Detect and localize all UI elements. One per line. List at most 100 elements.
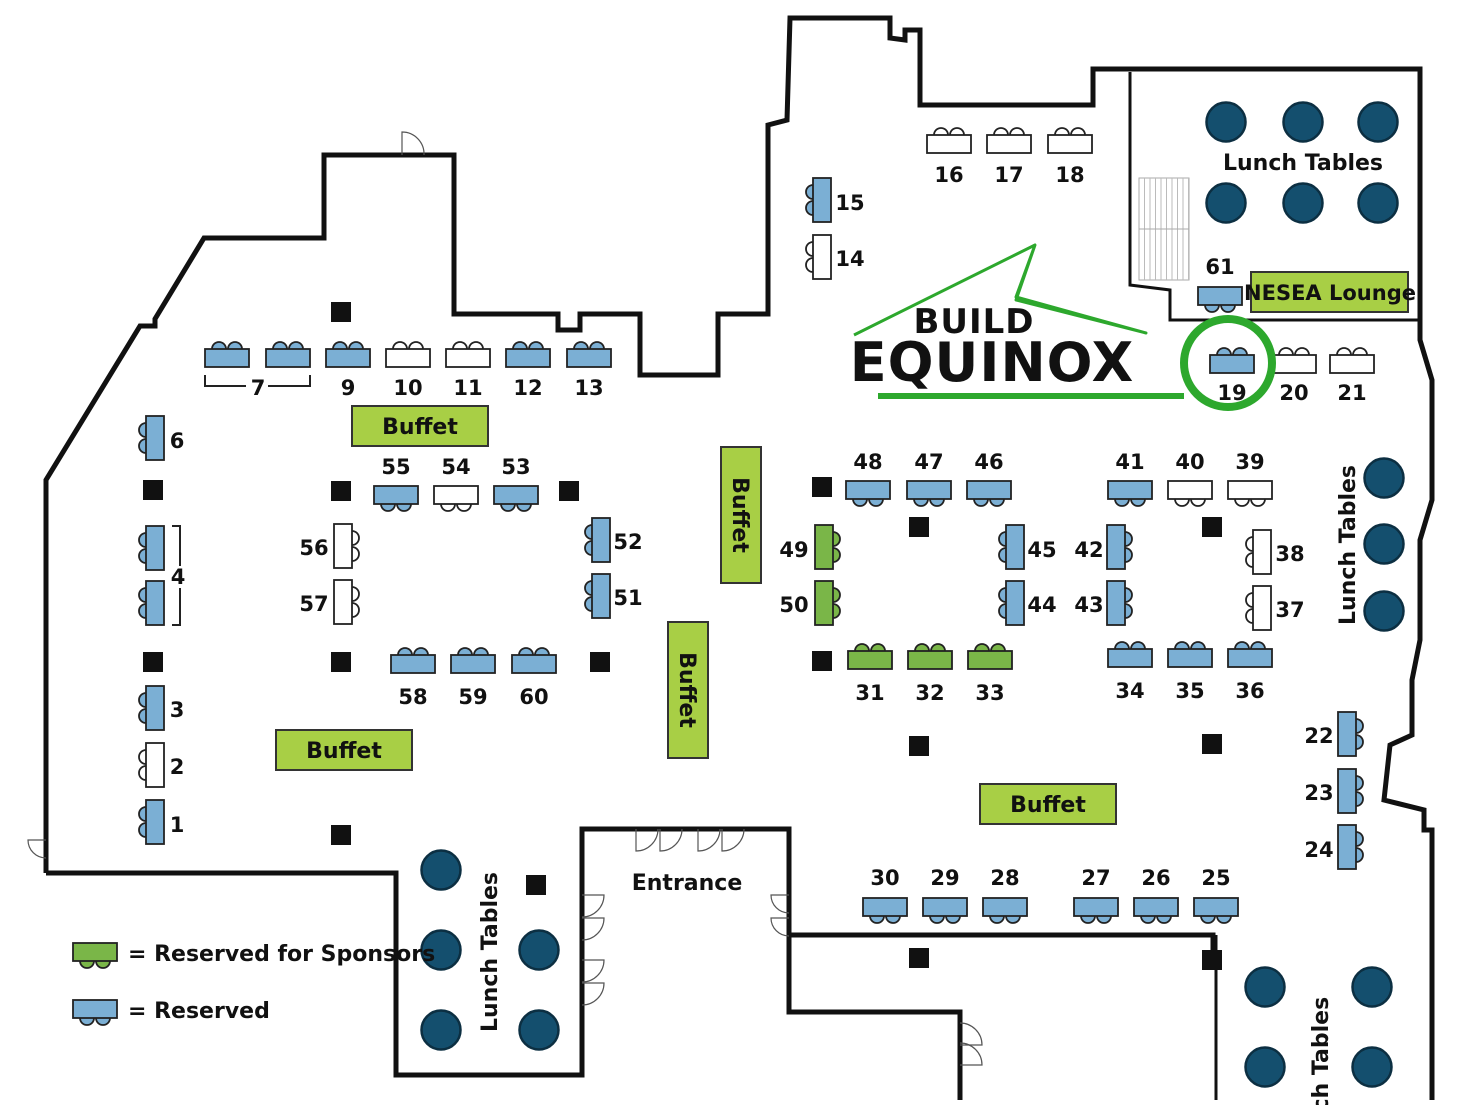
lunch-table [1282, 101, 1324, 143]
booth-39[interactable]: 39 [1227, 450, 1273, 507]
booth-2[interactable]: 2 [138, 742, 184, 788]
column-pillar [909, 517, 929, 537]
booth-6[interactable]: 6 [138, 415, 184, 461]
booth-number-9: 9 [341, 376, 356, 400]
booth-table [385, 348, 431, 368]
booth-10[interactable]: 10 [385, 341, 431, 400]
booth-table [145, 580, 165, 626]
booth-49[interactable]: 49 [779, 524, 841, 570]
booth-44[interactable]: 44 [998, 580, 1057, 626]
booth-number-34: 34 [1115, 679, 1144, 703]
lunch-tables-label-north: Lunch Tables [1223, 151, 1383, 176]
lunch-tables-label-east: Lunch Tables [1336, 465, 1361, 625]
booth-number-35: 35 [1175, 679, 1204, 703]
booth-number-48: 48 [853, 450, 882, 474]
booth-number-22: 22 [1304, 724, 1333, 748]
booth-34[interactable]: 34 [1107, 641, 1153, 703]
booth-35[interactable]: 35 [1167, 641, 1213, 703]
booth-table [591, 517, 611, 563]
booth-14[interactable]: 14 [805, 234, 865, 280]
booth-number-56: 56 [299, 536, 328, 560]
booth-27[interactable]: 27 [1073, 866, 1119, 924]
booth-30[interactable]: 30 [862, 866, 908, 924]
booth-13[interactable]: 13 [566, 341, 612, 400]
booth-53[interactable]: 53 [493, 455, 539, 512]
booth-46[interactable]: 46 [966, 450, 1012, 507]
booth-number-10: 10 [393, 376, 422, 400]
booth-table [814, 580, 834, 626]
booth-number-24: 24 [1304, 838, 1333, 862]
booth-50[interactable]: 50 [779, 580, 841, 626]
booth-18[interactable]: 18 [1047, 127, 1093, 187]
lunch-table [420, 849, 462, 891]
booth-42[interactable]: 42 [1074, 524, 1133, 570]
booth-56[interactable]: 56 [299, 523, 360, 569]
booth-1[interactable]: 1 [138, 799, 184, 845]
booth-41[interactable]: 41 [1107, 450, 1153, 507]
booth-3[interactable]: 3 [138, 685, 184, 731]
booth-61[interactable]: 61 [1197, 255, 1243, 313]
booth-7[interactable] [204, 341, 250, 368]
booth-table [1337, 824, 1357, 870]
booth-16[interactable]: 16 [926, 127, 972, 187]
booth-57[interactable]: 57 [299, 579, 360, 625]
booth-number-42: 42 [1074, 538, 1103, 562]
booth-24[interactable]: 24 [1304, 824, 1364, 870]
booth-58[interactable]: 58 [390, 647, 436, 709]
booth-43[interactable]: 43 [1074, 580, 1133, 626]
booth-number-36: 36 [1235, 679, 1264, 703]
booth-40[interactable]: 40 [1167, 450, 1213, 507]
booth-table [1252, 529, 1272, 575]
lunch-table [1205, 182, 1247, 224]
booth-15[interactable]: 15 [805, 177, 865, 223]
booth-38[interactable]: 38 [1245, 529, 1305, 575]
booth-17[interactable]: 17 [986, 127, 1032, 187]
booth-table [445, 348, 491, 368]
booth-table [862, 897, 908, 917]
booth-36[interactable]: 36 [1227, 641, 1273, 703]
booth-4-pair[interactable]: 4 [138, 525, 188, 626]
booth-54[interactable]: 54 [433, 455, 479, 512]
lunch-table [1351, 1046, 1393, 1088]
lunch-table [1357, 182, 1399, 224]
booth-33[interactable]: 33 [967, 643, 1013, 705]
west-entrance-door-3 [581, 982, 605, 1006]
booth-19[interactable]: 19 [1209, 347, 1255, 405]
booth-29[interactable]: 29 [922, 866, 968, 924]
booth-48[interactable]: 48 [845, 450, 891, 507]
lunch-table [518, 929, 560, 971]
booth-20[interactable]: 20 [1271, 347, 1317, 405]
booth-51[interactable]: 51 [584, 573, 643, 619]
booth-4[interactable] [138, 525, 165, 571]
booth-47[interactable]: 47 [906, 450, 952, 507]
booth-7-pair[interactable]: 7 [204, 341, 311, 400]
column-pillar [559, 481, 579, 501]
booth-number-57: 57 [299, 592, 328, 616]
booth-60[interactable]: 60 [511, 647, 557, 709]
booth-21[interactable]: 21 [1329, 347, 1375, 405]
booth-number-59: 59 [458, 685, 487, 709]
buffet-table [351, 405, 489, 447]
booth-37[interactable]: 37 [1245, 585, 1305, 631]
booth-23[interactable]: 23 [1304, 768, 1364, 814]
logo-line1: BUILD [913, 302, 1034, 342]
booth-12[interactable]: 12 [505, 341, 551, 400]
booth-45[interactable]: 45 [998, 524, 1057, 570]
column-pillar [909, 736, 929, 756]
booth-25[interactable]: 25 [1193, 866, 1239, 924]
booth-55[interactable]: 55 [373, 455, 419, 512]
booth-52[interactable]: 52 [584, 517, 643, 563]
booth-22[interactable]: 22 [1304, 711, 1364, 757]
buffet-label: Buffet [674, 652, 699, 728]
booth-26[interactable]: 26 [1133, 866, 1179, 924]
booth-28[interactable]: 28 [982, 866, 1028, 924]
booth-table [1167, 648, 1213, 668]
booth-31[interactable]: 31 [847, 643, 893, 705]
booth-9[interactable]: 9 [325, 341, 371, 400]
booth-32[interactable]: 32 [907, 643, 953, 705]
nesea-lounge-label: NESEA Lounge [1244, 281, 1416, 305]
booth-59[interactable]: 59 [450, 647, 496, 709]
booth-11[interactable]: 11 [445, 341, 491, 400]
booth-number-33: 33 [975, 681, 1004, 705]
lunch-tables-label-south: Lunch Tables [478, 872, 503, 1032]
